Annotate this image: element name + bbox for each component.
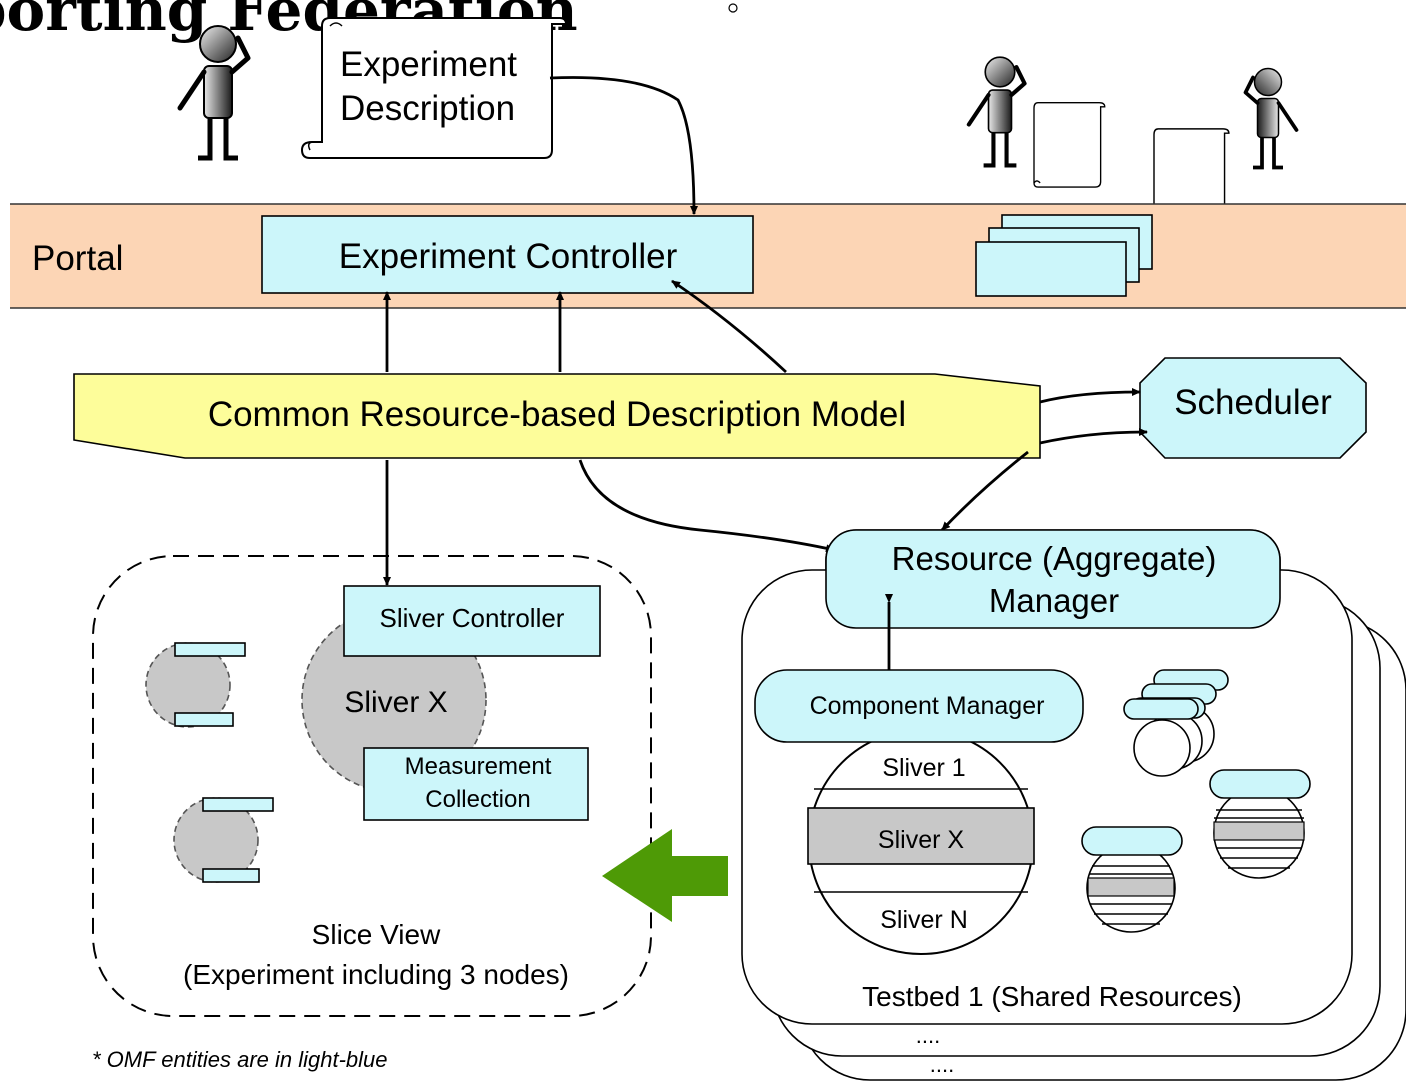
experiment-controller-box bbox=[261, 215, 754, 294]
sliver-controller-label: Sliver Controller bbox=[380, 603, 565, 633]
portal-label: Portal bbox=[32, 239, 123, 278]
sliver-x-label: Sliver X bbox=[344, 686, 447, 719]
experiment-description-scroll bbox=[300, 17, 568, 159]
description-model-label: Common Resource-based Description Model bbox=[208, 395, 906, 434]
description-model-banner bbox=[73, 373, 1041, 459]
slice-view-caption: Slice View bbox=[312, 919, 441, 950]
testbed-ellipsis: .... bbox=[916, 1023, 940, 1048]
connectors bbox=[383, 76, 1148, 586]
experiment-controller-label: Experiment Controller bbox=[339, 237, 678, 276]
stacked-controllers-icon bbox=[975, 214, 1153, 297]
document-scroll-icon bbox=[1033, 102, 1106, 188]
sliver-x-stack-label: Sliver X bbox=[878, 826, 964, 854]
footnote: * OMF entities are in light-blue bbox=[92, 1047, 388, 1072]
experiment-description-line2: Description bbox=[340, 89, 515, 128]
measurement-line2: Collection bbox=[425, 786, 530, 813]
small-node-icon bbox=[173, 797, 274, 883]
scheduler-label: Scheduler bbox=[1174, 383, 1332, 422]
measurement-collection-box bbox=[363, 747, 589, 821]
title-bullet-icon bbox=[728, 3, 738, 13]
sliver-1-label: Sliver 1 bbox=[882, 754, 965, 782]
resource-manager-line1-top: Resource (Aggregate) bbox=[892, 540, 1217, 577]
small-node-icon bbox=[145, 642, 246, 728]
user-figure-icon bbox=[180, 26, 248, 158]
resource-manager-line2-top: Manager bbox=[989, 582, 1119, 619]
testbed-ellipsis-2: .... bbox=[930, 1052, 954, 1077]
measurement-line1: Measurement bbox=[405, 753, 552, 780]
mini-node-stack-icon bbox=[1123, 669, 1229, 777]
sliver-n-label: Sliver N bbox=[880, 906, 968, 934]
mini-node-icon bbox=[1209, 769, 1311, 879]
mini-node-icon bbox=[1081, 826, 1183, 933]
experiment-description-line1: Experiment bbox=[340, 45, 517, 84]
component-manager-box bbox=[754, 669, 1084, 743]
user-figure-icon bbox=[969, 57, 1025, 165]
green-arrow-icon bbox=[602, 829, 728, 922]
testbed-caption: Testbed 1 (Shared Resources) bbox=[862, 981, 1242, 1012]
sliver-stack-node bbox=[807, 729, 1035, 955]
sliver-controller-box bbox=[343, 585, 601, 657]
slice-view-caption-sub: (Experiment including 3 nodes) bbox=[183, 959, 569, 990]
user-figure-icon bbox=[1243, 66, 1299, 170]
scheduler-box bbox=[1139, 357, 1367, 459]
component-manager-label: Component Manager bbox=[810, 692, 1045, 720]
